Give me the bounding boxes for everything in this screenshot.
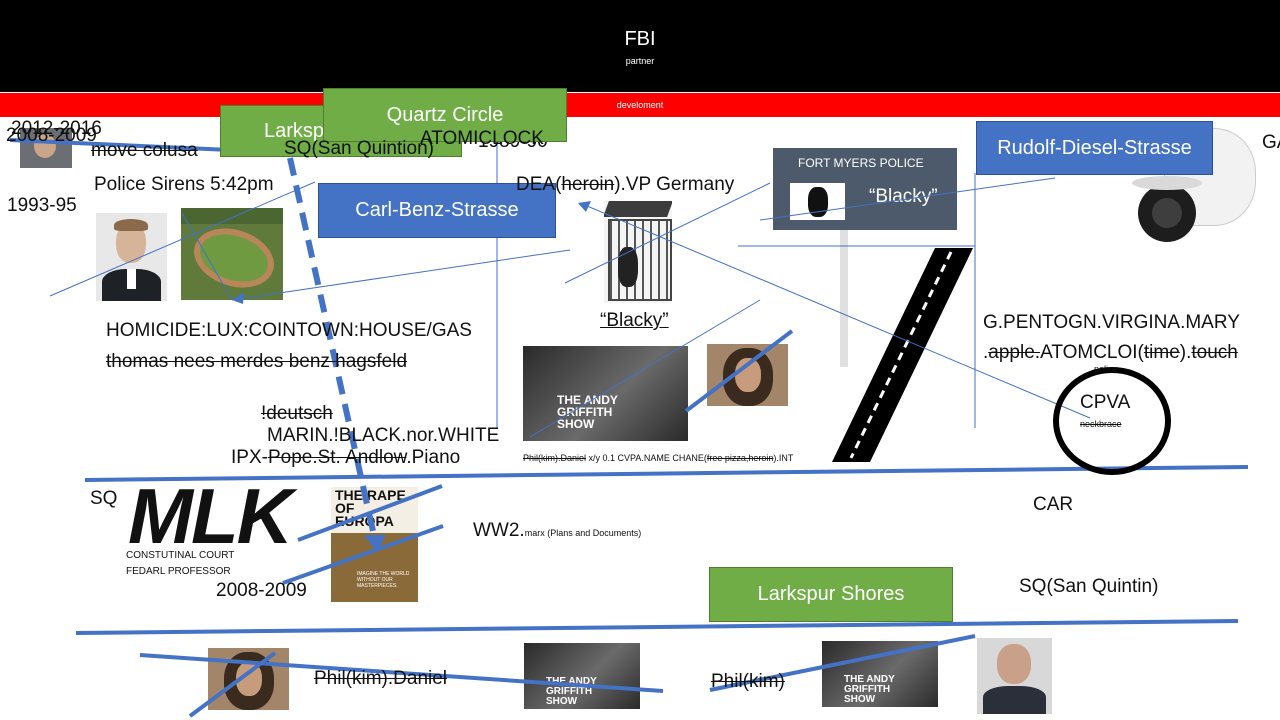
sq-san-quintin-text: SQ(San Quintin) (1019, 576, 1159, 597)
development-bar: develoment (0, 93, 1280, 117)
after-time: ). (1179, 342, 1192, 363)
poster-tagline: IMAGINE THE WORLD WITHOUT OUR MASTERPIEC… (357, 571, 410, 589)
andy-griffith-title: THE ANDY GRIFFITH SHOW (557, 393, 618, 431)
marx-text: marx (Plans and Documents) (524, 528, 642, 538)
long-haired-man-photo (707, 344, 788, 406)
security-camera-image (1128, 128, 1256, 246)
cpva-circle (1053, 367, 1171, 475)
ipx-suffix: .Piano (406, 447, 461, 468)
rudolf-diesel-label: Rudolf-Diesel-Strasse (997, 136, 1192, 159)
police-label: police (1094, 364, 1118, 374)
phil-small-strike2: free pizza,heroin (706, 453, 774, 463)
ww2-text: WW2.marx (Plans and Documents) (473, 520, 641, 544)
andy-griffith-thumb-2: THE ANDY GRIFFITH SHOW (524, 643, 640, 709)
quartz-circle-box: Quartz Circle (323, 88, 567, 142)
sq-text: SQ (90, 488, 118, 509)
stadium-aerial-photo (181, 208, 283, 300)
dea-heroin: heroin (561, 174, 615, 195)
phil-cvpa-small-text: Phil(kim).Daniel x/y 0.1 CVPA.NAME CHANE… (523, 453, 793, 463)
dog-kennel-photo (604, 201, 672, 303)
year-1993-95: 1993-95 (7, 195, 77, 216)
year-2008-2009-top: 2008-2009 (6, 125, 97, 146)
andy-griffith-thumb-3: THE ANDY GRIFFITH SHOW (822, 641, 938, 707)
apple-atomcloi-text: .apple.ATOMCLOI(time).touch (983, 342, 1238, 364)
header-subtitle: partner (625, 56, 655, 66)
phil-small-end: ).INT (773, 453, 794, 463)
long-haired-man-photo-2 (208, 648, 289, 710)
pentagon-text: G.PENTOGN.VIRGINA.MARY (983, 312, 1240, 333)
header-banner: FBI partner (0, 0, 1280, 92)
atomiclock-text: ATOMICLOCK (420, 128, 544, 149)
police-sign-post (840, 230, 848, 367)
president-portrait-photo (977, 638, 1052, 714)
ww2-word: WW2. (473, 520, 525, 541)
atomcloi-word: ATOMCLOI( (1040, 342, 1144, 363)
apple-word: apple. (988, 342, 1041, 363)
dea-text: DEA(heroin).VP Germany (516, 174, 734, 196)
police-sign-name: “Blacky” (869, 186, 938, 207)
homicide-text: HOMICIDE:LUX:COINTOWN:HOUSE/GAS (106, 320, 472, 341)
police-sign-title: FORT MYERS POLICE (798, 156, 924, 170)
move-colusa-text: move colusa (91, 140, 198, 161)
phil-small-mid: x/y 0.1 CVPA.NAME CHANE( (586, 453, 707, 463)
andy-griffith-show-photo: THE ANDY GRIFFITH SHOW (523, 346, 688, 441)
ipx-text: IPX-Pope.St. Andlow.Piano (231, 447, 460, 469)
carl-benz-strasse-box: Carl-Benz-Strasse (318, 183, 556, 238)
fort-myers-police-sign: FORT MYERS POLICE “Blacky” (773, 148, 957, 230)
time-word: time (1143, 342, 1180, 363)
dea-suffix: ).VP Germany (614, 174, 735, 195)
deutsch-text: !deutsch (261, 403, 333, 424)
ipx-prefix: IPX- (231, 447, 268, 468)
ipx-strike: Pope.St. Andlow (267, 447, 407, 468)
car-text: CAR (1033, 494, 1074, 515)
year-2012-2016: 2012-2016 (11, 118, 102, 139)
ga-text: GA (1262, 132, 1280, 153)
larkspur-shores-label: Larkspur Shores (757, 583, 905, 605)
phil-small-strike: Phil(kim).Daniel (523, 453, 587, 463)
thomas-nees-text: thomas nees merdes benz hagsfeld (106, 351, 408, 372)
dea-prefix: DEA( (516, 174, 562, 195)
apple-dot: . (983, 342, 989, 363)
police-sirens-text: Police Sirens 5:42pm (94, 174, 274, 195)
larkspur-shores-box: Larkspur Shores (709, 567, 953, 622)
andy-griffith-title-3: THE ANDY GRIFFITH SHOW (844, 674, 895, 705)
larkspur-top-label: Larksp (264, 119, 325, 142)
header-title: FBI (624, 28, 656, 50)
court-line-1: CONSTUTINAL COURT (126, 550, 235, 561)
phil-kim-daniel-bottom: Phil(kim).Daniel (314, 668, 448, 689)
rape-of-europa-poster: THE RAPE OF EUROPA IMAGINE THE WORLD WIT… (331, 487, 418, 602)
rudolf-diesel-strasse-box: Rudolf-Diesel-Strasse (976, 121, 1213, 175)
phil-kim-bottom: Phil(kim) (711, 671, 785, 692)
mlk-title: MLK (128, 472, 293, 560)
touch-word: touch (1191, 342, 1238, 363)
sq-san-quintion-text: SQ(San Quintion) (284, 138, 434, 159)
blacky-under-kennel: “Blacky” (600, 310, 669, 331)
poster-title: THE RAPE OF EUROPA (335, 487, 406, 529)
dog-icon (808, 187, 828, 217)
carl-benz-label: Carl-Benz-Strasse (355, 199, 519, 221)
neckbrace-text: neckbrace (1080, 419, 1122, 429)
cpva-text: CPVA (1080, 392, 1131, 413)
quartz-circle-label: Quartz Circle (386, 103, 504, 126)
year-2008-2009-bottom: 2008-2009 (216, 580, 307, 601)
marin-text: MARIN.!BLACK.nor.WHITE (267, 425, 500, 446)
andy-griffith-title-2: THE ANDY GRIFFITH SHOW (546, 676, 597, 707)
suited-man-photo (96, 213, 167, 301)
court-line-2: FEDARL PROFESSOR (126, 566, 231, 577)
